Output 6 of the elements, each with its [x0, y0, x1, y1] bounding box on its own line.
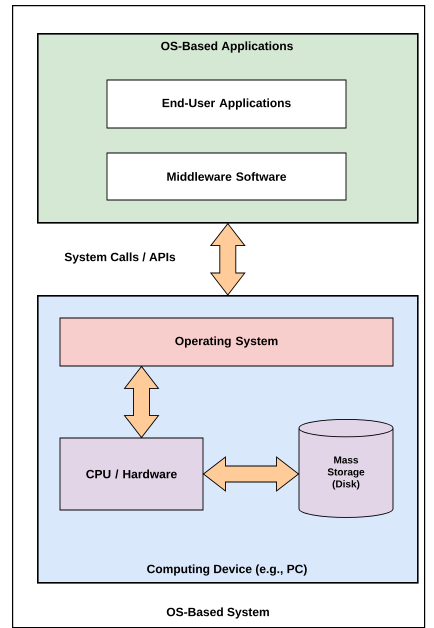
- process-box: CPU / Hardware: [60, 438, 204, 510]
- process-box: End-User Applications: [106, 80, 346, 128]
- edge-label: System Calls / APIs: [64, 252, 176, 264]
- process-box: Operating System: [60, 318, 394, 366]
- storage-cylinder: Mass Storage (Disk): [298, 418, 394, 518]
- process-box: Middleware Software: [106, 152, 346, 200]
